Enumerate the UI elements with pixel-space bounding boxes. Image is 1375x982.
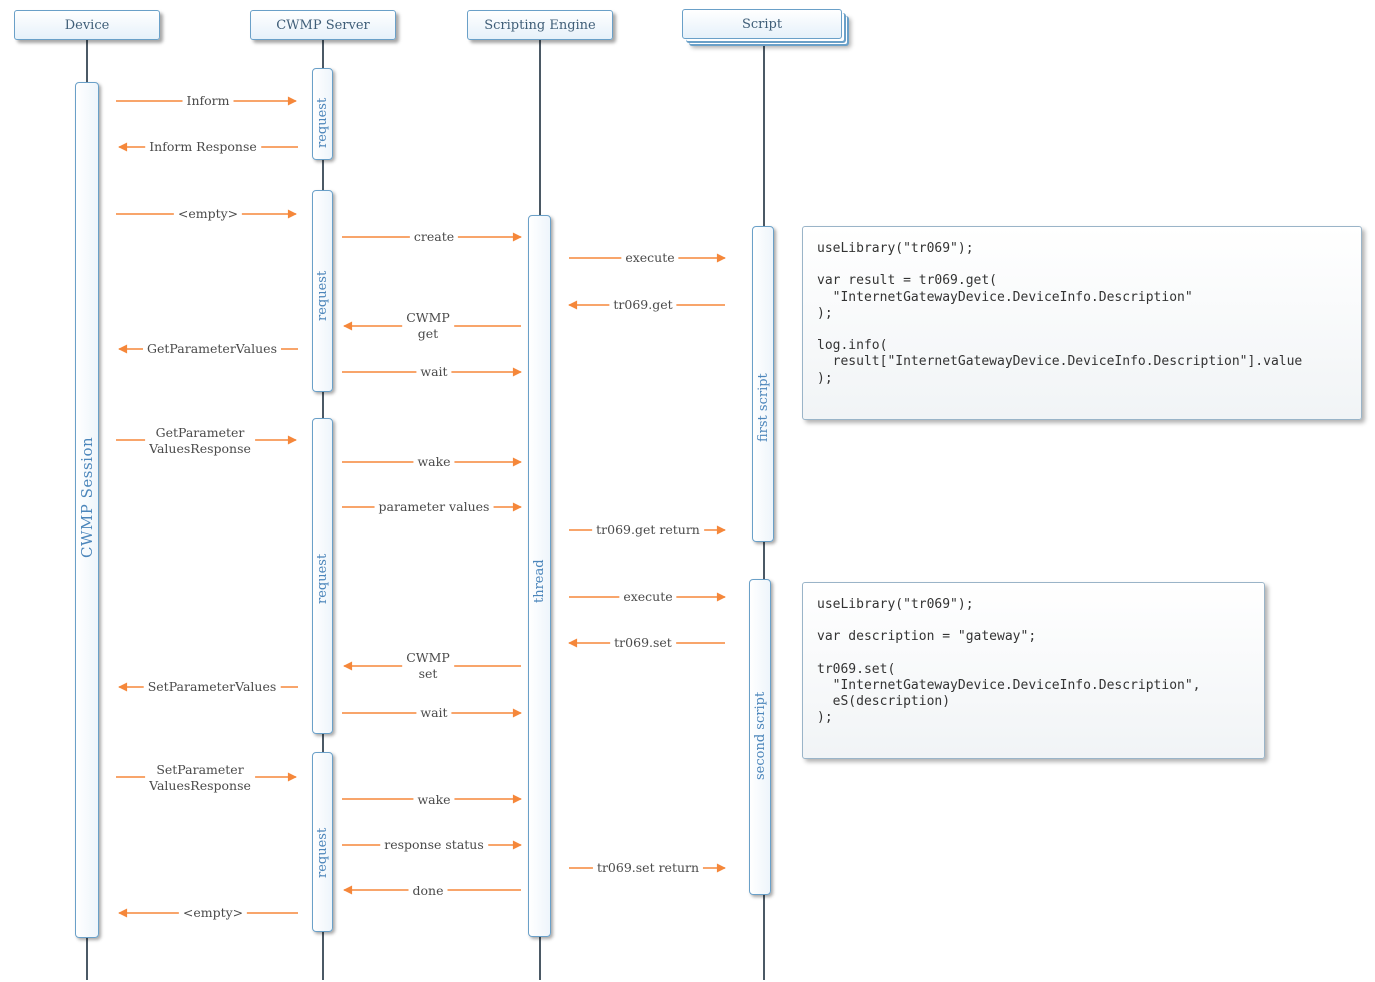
request-activation-3 <box>312 418 333 734</box>
participant-scripting-engine: Scripting Engine <box>467 10 613 40</box>
msg-empty-2: <empty> <box>178 905 248 921</box>
msg-tr069-get-return: tr069.get return <box>592 522 704 538</box>
first-script-note: useLibrary("tr069"); var result = tr069.… <box>802 226 1362 420</box>
msg-create: create <box>409 229 459 245</box>
request-activation-4 <box>312 752 333 932</box>
msg-wait-1: wait <box>416 364 452 380</box>
msg-get-parameter-values: GetParameterValues <box>143 341 281 357</box>
msg-wait-2: wait <box>416 705 452 721</box>
msg-inform: Inform <box>182 93 234 109</box>
msg-inform-response: Inform Response <box>145 139 261 155</box>
second-script-code: useLibrary("tr069"); var description = "… <box>817 597 1201 726</box>
request-activation-2 <box>312 190 333 392</box>
msg-empty-1: <empty> <box>173 206 243 222</box>
cwmp-session-activation <box>75 82 99 938</box>
msg-set-parameter-values: SetParameterValues <box>143 679 281 695</box>
msg-tr069-set: tr069.set <box>610 635 676 651</box>
thread-activation <box>528 215 551 937</box>
participant-cwmp-server: CWMP Server <box>250 10 396 40</box>
msg-get-parameter-values-response: GetParameter ValuesResponse <box>145 425 255 457</box>
msg-cwmp-get: CWMP get <box>402 310 454 342</box>
msg-wake-1: wake <box>413 454 455 470</box>
msg-wake-2: wake <box>413 792 455 808</box>
msg-tr069-set-return: tr069.set return <box>592 860 704 876</box>
participant-script: Script <box>682 9 842 39</box>
msg-execute-1: execute <box>621 250 679 266</box>
participant-device: Device <box>14 10 160 40</box>
msg-parameter-values: parameter values <box>374 499 494 515</box>
msg-cwmp-set: CWMP set <box>402 650 454 682</box>
msg-execute-2: execute <box>619 589 677 605</box>
msg-done: done <box>408 883 448 899</box>
request-activation-1 <box>312 68 333 160</box>
msg-response-status: response status <box>380 837 488 853</box>
first-script-code: useLibrary("tr069"); var result = tr069.… <box>817 241 1303 386</box>
second-script-note: useLibrary("tr069"); var description = "… <box>802 582 1265 759</box>
second-script-activation <box>749 579 771 895</box>
first-script-activation <box>752 226 774 542</box>
msg-tr069-get: tr069.get <box>609 297 677 313</box>
msg-set-parameter-values-response: SetParameter ValuesResponse <box>145 762 255 794</box>
